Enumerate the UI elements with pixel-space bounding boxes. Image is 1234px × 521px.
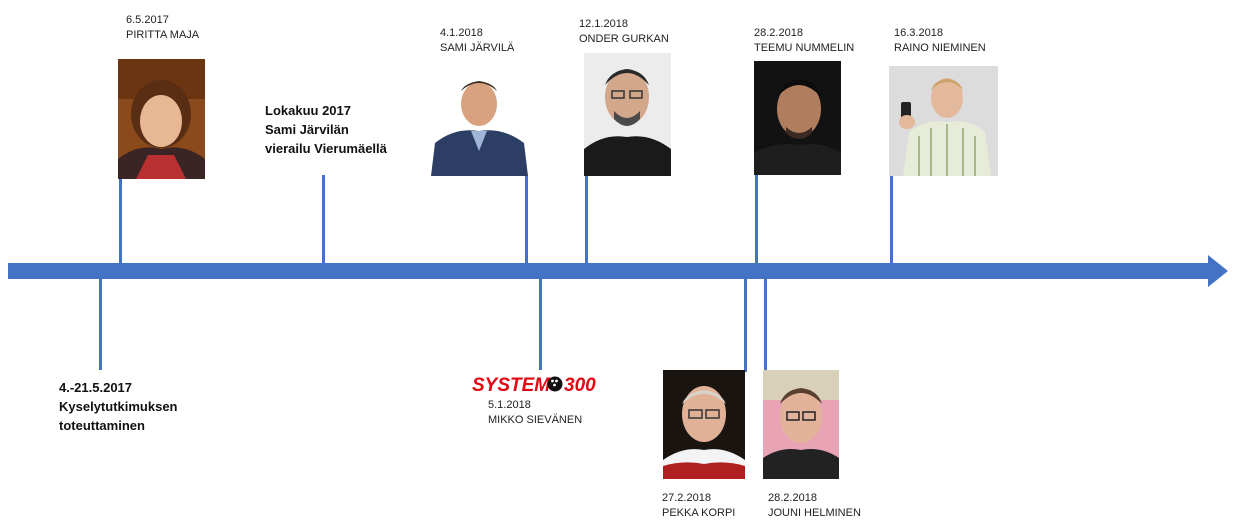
connector-jouni: [764, 278, 767, 372]
event-date: 12.1.2018: [579, 18, 628, 30]
event-date: 28.2.2018: [768, 492, 817, 504]
event-name: PIRITTA MAJA: [126, 29, 200, 41]
connector-teemu: [755, 175, 758, 264]
event-name: SAMI JÄRVILÄ: [440, 42, 515, 54]
portrait-photo-sami: [431, 69, 528, 176]
milestone-line: toteuttaminen: [59, 418, 145, 433]
portrait-photo-jouni: [763, 370, 839, 479]
portrait-photo-raino: [889, 66, 998, 176]
milestone-line: vierailu Vierumäellä: [265, 141, 387, 156]
portrait-photo-teemu: [754, 61, 841, 175]
timeline-axis: [8, 263, 1210, 279]
portrait-photo-pekka: [663, 370, 745, 479]
event-name: TEEMU NUMMELIN: [754, 42, 855, 54]
connector-mikko: [539, 278, 542, 370]
event-label-mikko: 5.1.2018 MIKKO SIEVÄNEN: [488, 398, 582, 428]
event-label-raino: 16.3.2018 RAINO NIEMINEN: [894, 26, 986, 56]
event-label-onder: 12.1.2018 ONDER GURKAN: [579, 17, 669, 47]
event-label-piritta: 6.5.2017 PIRITTA MAJA: [126, 13, 199, 43]
event-label-jouni: 28.2.2018 JOUNI HELMINEN: [768, 491, 861, 521]
portrait-photo-onder: [584, 53, 671, 176]
connector-kysely: [99, 278, 102, 370]
event-label-pekka: 27.2.2018 PEKKA KORPI: [662, 491, 735, 521]
event-label-teemu: 28.2.2018 TEEMU NUMMELIN: [754, 26, 854, 56]
milestone-line: Kyselytutkimuksen: [59, 399, 178, 414]
event-label-sami: 4.1.2018 SAMI JÄRVILÄ: [440, 26, 514, 56]
connector-lokakuu: [322, 175, 325, 264]
system300-logo: SYSTEM 300: [472, 375, 596, 396]
timeline-arrowhead: [1208, 255, 1228, 287]
connector-piritta: [119, 178, 122, 264]
connector-sami: [525, 175, 528, 264]
event-name: PEKKA KORPI: [662, 507, 736, 519]
event-name: ONDER GURKAN: [579, 33, 669, 45]
event-date: 28.2.2018: [754, 27, 803, 39]
milestone-kysely: 4.-21.5.2017 Kyselytutkimuksen toteuttam…: [59, 378, 178, 435]
connector-onder: [585, 175, 588, 264]
event-date: 27.2.2018: [662, 492, 711, 504]
milestone-line: Lokakuu 2017: [265, 103, 351, 118]
logo-text-right: 300: [564, 375, 596, 396]
event-name: MIKKO SIEVÄNEN: [488, 414, 583, 426]
milestone-line: 4.-21.5.2017: [59, 380, 133, 395]
connector-pekka: [744, 278, 747, 372]
event-name: RAINO NIEMINEN: [894, 42, 986, 54]
portrait-photo-piritta: [118, 59, 205, 179]
milestone-lokakuu: Lokakuu 2017 Sami Järvilän vierailu Vier…: [265, 101, 387, 158]
connector-raino: [890, 175, 893, 264]
event-name: JOUNI HELMINEN: [768, 507, 861, 519]
event-date: 4.1.2018: [440, 27, 483, 39]
logo-text-left: SYSTEM: [472, 375, 551, 396]
event-date: 6.5.2017: [126, 14, 169, 26]
milestone-line: Sami Järvilän: [265, 122, 349, 137]
event-date: 16.3.2018: [894, 27, 943, 39]
event-date: 5.1.2018: [488, 399, 531, 411]
